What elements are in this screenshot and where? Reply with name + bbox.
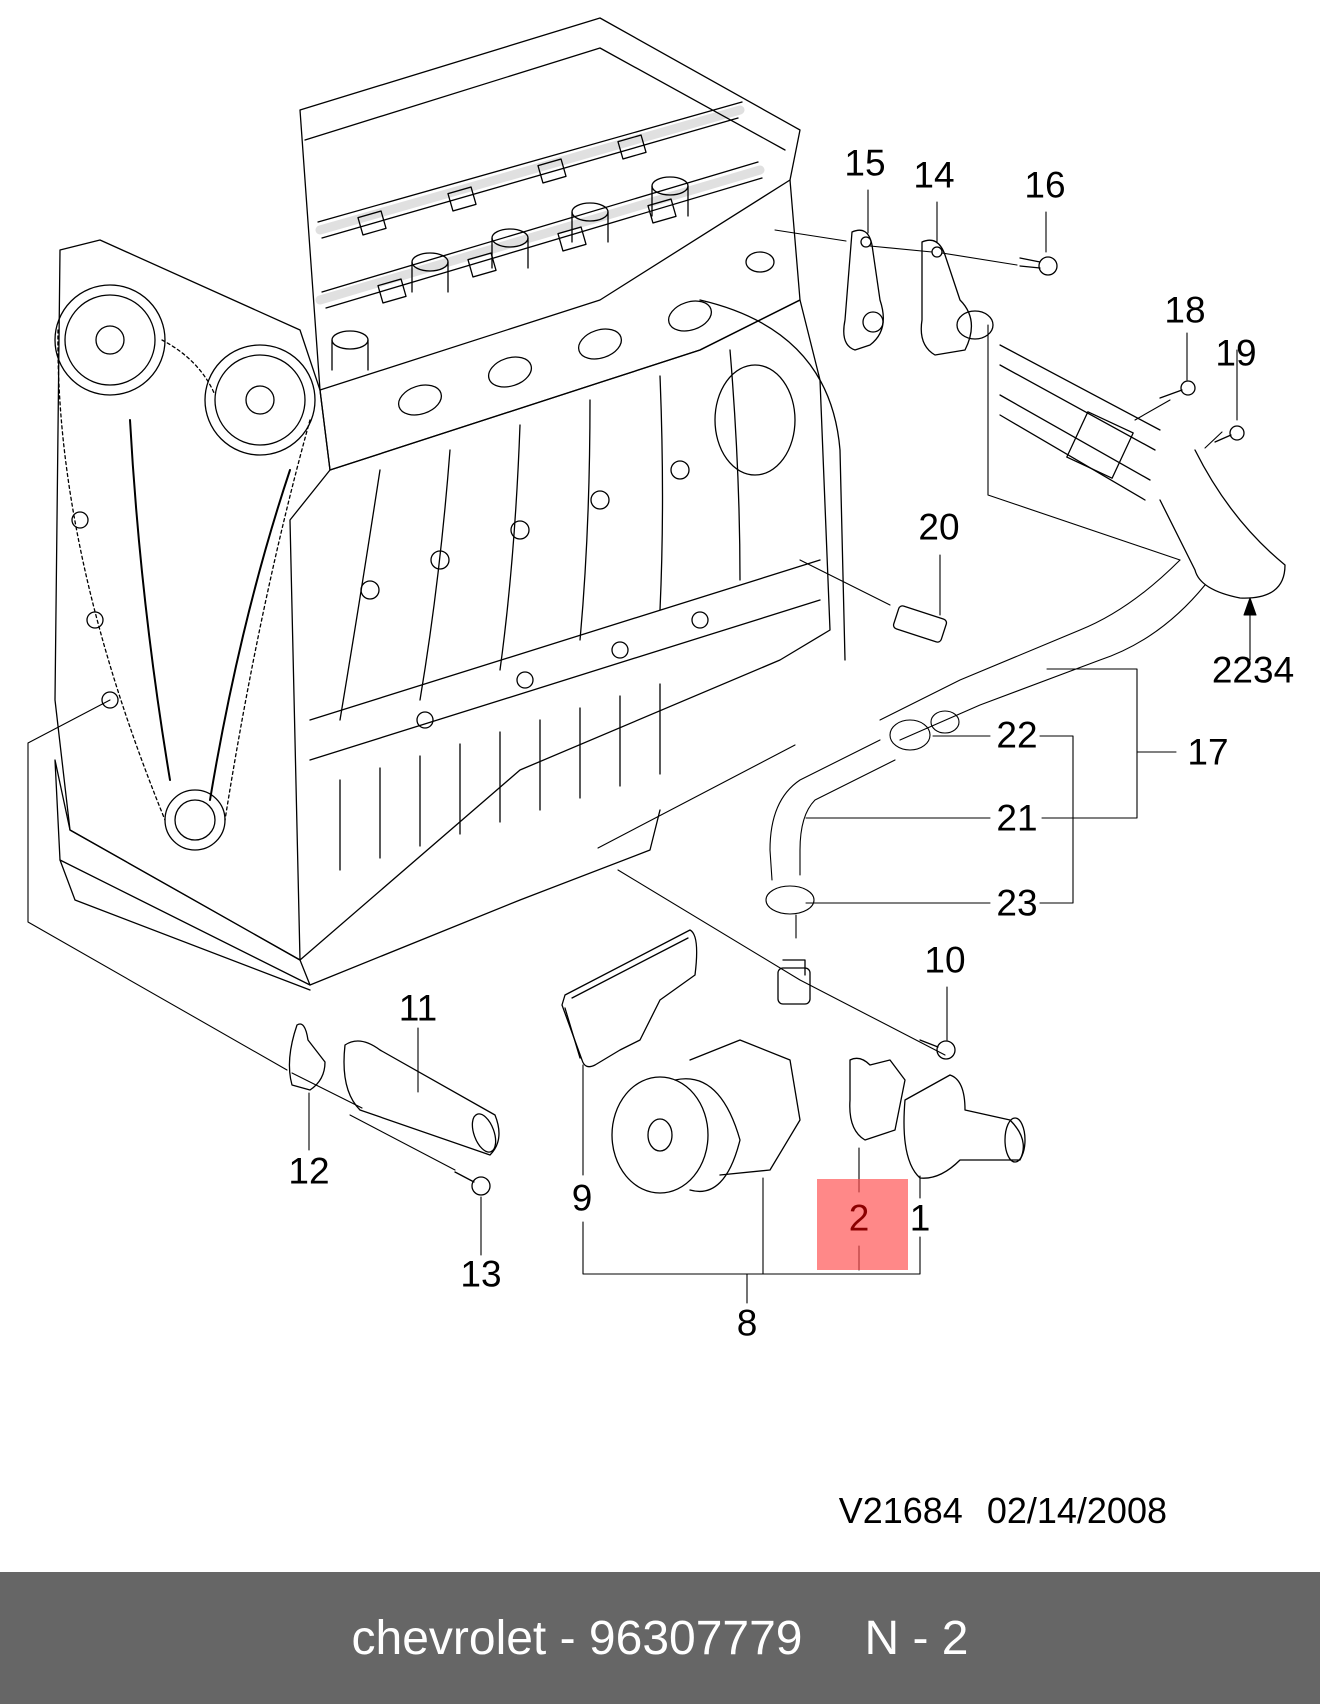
pipe-11-shape <box>343 1040 500 1156</box>
thermostat-housing-1-shape <box>903 1074 1024 1179</box>
bolt-16-shape <box>1019 257 1041 269</box>
diagram-drawing <box>27 17 1286 1304</box>
callout-23[interactable]: 23 <box>996 882 1038 924</box>
callout-10[interactable]: 10 <box>924 939 966 981</box>
callout-9[interactable]: 9 <box>571 1177 593 1219</box>
callout-19[interactable]: 19 <box>1215 332 1257 374</box>
gasket-12-shape <box>288 1023 326 1091</box>
gasket-2-shape <box>849 1057 906 1141</box>
callout-11[interactable]: 11 <box>398 987 438 1029</box>
callout-1[interactable]: 1 <box>909 1197 931 1239</box>
callout-16[interactable]: 16 <box>1024 164 1066 206</box>
callout-15[interactable]: 15 <box>844 142 886 184</box>
highlight-box <box>817 1179 908 1270</box>
callout-8[interactable]: 8 <box>736 1302 758 1344</box>
footer-part-text: chevrolet - 96307779 <box>351 1611 803 1665</box>
callout-12[interactable]: 12 <box>288 1150 330 1192</box>
drawing-date: 02/14/2008 <box>986 1490 1167 1531</box>
water-pump-pulley <box>611 1076 709 1194</box>
housing-14-shape <box>920 239 972 356</box>
callout-22[interactable]: 22 <box>996 714 1038 756</box>
drawing-info: V21684 02/14/2008 <box>839 1490 1167 1532</box>
small-parts <box>288 229 1286 1196</box>
engine-block-illustration <box>54 17 846 991</box>
callout-2[interactable]: 2 <box>848 1197 870 1239</box>
footer-bar: chevrolet - 96307779 N - 2 <box>0 1572 1320 1704</box>
parts-diagram: 15 14 16 18 19 20 2234 22 17 21 23 10 11… <box>27 17 1295 1532</box>
leader-lines <box>27 189 1257 1304</box>
footer-position-label: N - 2 <box>864 1611 969 1665</box>
gasket-15-shape <box>843 229 884 351</box>
callout-14[interactable]: 14 <box>913 154 955 196</box>
callout-17[interactable]: 17 <box>1187 731 1229 773</box>
callout-20[interactable]: 20 <box>918 506 960 548</box>
callout-13[interactable]: 13 <box>460 1253 502 1295</box>
callout-18[interactable]: 18 <box>1164 289 1206 331</box>
drawing-code: V21684 <box>838 1490 963 1531</box>
callout-2234[interactable]: 2234 <box>1211 649 1295 691</box>
sensor-20-shape <box>892 605 948 643</box>
callout-21[interactable]: 21 <box>996 797 1038 839</box>
gasket-9-shape <box>561 929 698 1068</box>
